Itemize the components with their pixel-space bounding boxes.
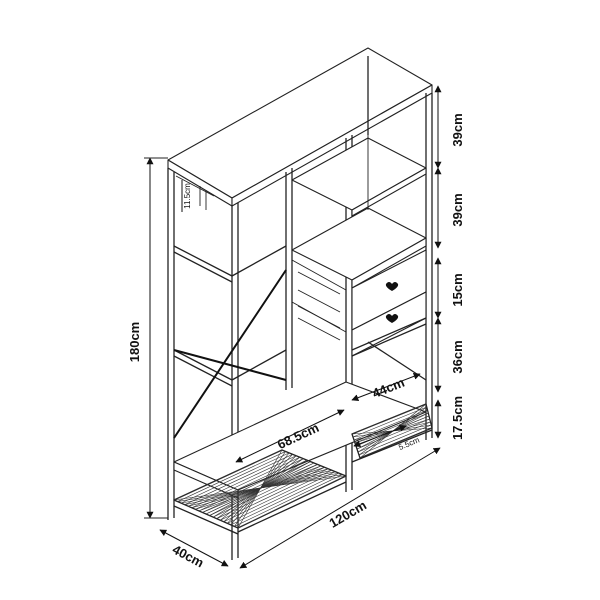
label-hook-gap: 11.5cm [183, 183, 192, 209]
drawer-knob-lower-icon [385, 314, 399, 323]
label-width: 120cm [326, 497, 369, 530]
label-section-drawers: 15cm [450, 273, 465, 306]
dim-width [239, 447, 441, 569]
drawer-knob-upper-icon [385, 282, 399, 291]
right-shelves [291, 130, 427, 289]
label-depth: 40cm [170, 542, 206, 571]
label-height: 180cm [127, 322, 142, 362]
dim-inner-width [235, 409, 345, 463]
label-section-lower: 36cm [450, 340, 465, 373]
dim-depth [159, 529, 229, 567]
dim-height [144, 157, 168, 519]
dim-mesh-gap [353, 424, 407, 448]
top-panel [167, 47, 433, 207]
label-section-top: 39cm [450, 113, 465, 146]
x-brace [173, 269, 287, 439]
hanging-hooks [175, 175, 215, 212]
label-section-upper: 39cm [450, 193, 465, 226]
left-shelves [173, 245, 287, 387]
drawer-unit [291, 249, 427, 357]
label-section-bottom: 17.5cm [450, 396, 465, 440]
dim-inner-depth [351, 372, 421, 402]
label-inner-depth: 44cm [370, 375, 406, 401]
